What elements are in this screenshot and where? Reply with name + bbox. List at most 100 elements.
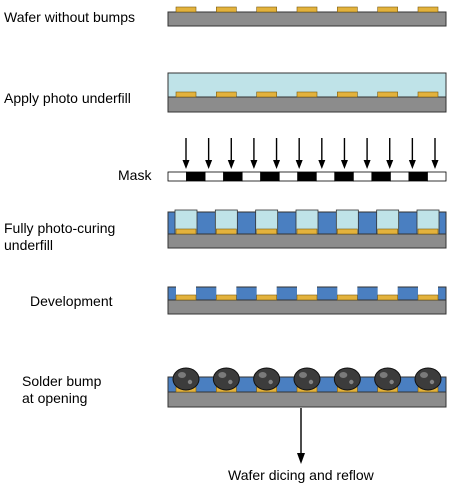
mask-opaque-segment [223, 171, 243, 182]
uv-arrow-head [250, 160, 258, 169]
mask-clear-segment [278, 171, 299, 182]
label-development: Development [30, 293, 113, 309]
mask-opaque-segment [334, 171, 354, 182]
wafer-substrate [167, 391, 447, 408]
bond-pad [296, 91, 318, 98]
solder-highlight [299, 372, 307, 378]
label-solder-bump-line2: at opening [22, 390, 88, 406]
solder-speckle [308, 379, 314, 385]
bond-pad [216, 228, 237, 235]
uv-arrow-head [273, 160, 281, 169]
uv-arrow-head [386, 160, 394, 169]
uv-arrow-head [363, 160, 371, 169]
mask-clear-segment [241, 171, 262, 182]
solder-highlight [218, 372, 227, 378]
step-development [167, 286, 447, 315]
bond-pad [417, 91, 439, 98]
step-solder-bump [167, 367, 447, 408]
solder-bump [293, 367, 321, 391]
bond-pad [256, 294, 277, 301]
mask-clear-segment [389, 171, 410, 182]
label-apply-photo-underfill: Apply photo underfill [4, 90, 131, 106]
bond-pad [175, 228, 197, 235]
bond-pad [337, 228, 358, 235]
bond-pad [377, 228, 398, 235]
solder-speckle [429, 379, 435, 385]
solder-speckle [268, 379, 273, 385]
mask-opaque-segment [260, 171, 280, 182]
step-fully-photo-curing [167, 209, 447, 249]
bond-pad [175, 6, 197, 13]
solder-bump [414, 367, 442, 391]
mask-clear-segment [167, 171, 187, 182]
bond-pad [256, 6, 277, 13]
solder-highlight [420, 372, 428, 378]
label-wafer-dicing-and-reflow: Wafer dicing and reflow [228, 467, 374, 483]
uv-arrow-head [227, 160, 235, 169]
step-apply-photo-underfill [167, 72, 447, 113]
bond-pad [417, 228, 439, 235]
uv-arrow-head [408, 160, 416, 169]
solder-bump [212, 367, 240, 391]
bond-pad [337, 91, 358, 98]
label-fully-photo-curing-line2: underfill [4, 237, 54, 253]
solder-speckle [349, 379, 354, 385]
solder-highlight [178, 372, 186, 378]
final-arrow-head [297, 453, 305, 464]
mask-opaque-segment [408, 171, 428, 182]
step-mask-exposure [167, 138, 447, 182]
bond-pad [296, 294, 318, 301]
mask-clear-segment [352, 171, 373, 182]
label-solder-bump-line1: Solder bump [22, 373, 102, 389]
bond-pad [216, 6, 237, 13]
mask-opaque-segment [297, 171, 317, 182]
mask-clear-segment [204, 171, 224, 182]
bond-pad [417, 6, 439, 13]
mask-clear-segment [427, 171, 447, 182]
mask-clear-segment [315, 171, 336, 182]
bond-pad [216, 91, 237, 98]
solder-bump [172, 367, 200, 391]
mask-opaque-segment [371, 171, 391, 182]
solder-bump [374, 367, 402, 391]
uv-arrow-head [205, 160, 213, 169]
bond-pad [296, 6, 318, 13]
uv-arrow-head [340, 160, 348, 169]
solder-highlight [339, 372, 348, 378]
uv-arrow-head [431, 160, 439, 169]
bond-pad [216, 294, 237, 301]
uv-arrow-head [182, 160, 190, 169]
solder-speckle [228, 379, 233, 385]
solder-highlight [258, 372, 267, 378]
solder-speckle [187, 379, 193, 385]
solder-bump [333, 367, 361, 391]
label-mask: Mask [118, 167, 152, 183]
bond-pad [296, 228, 318, 235]
step-wafer-without-bumps [167, 6, 447, 27]
bond-pad [337, 294, 358, 301]
uv-arrow-head [318, 160, 326, 169]
bond-pad [417, 294, 439, 301]
bond-pad [256, 228, 277, 235]
bond-pad [256, 91, 277, 98]
bond-pad [175, 91, 197, 98]
bond-pad [337, 6, 358, 13]
label-wafer-without-bumps: Wafer without bumps [4, 9, 135, 25]
wafer-substrate [167, 96, 447, 113]
solder-speckle [389, 379, 394, 385]
bond-pad [377, 91, 398, 98]
solder-bump [253, 367, 281, 391]
label-fully-photo-curing-line1: Fully photo-curing [4, 220, 116, 236]
bond-pad [377, 294, 398, 301]
wafer-substrate [167, 233, 447, 249]
bond-pad [377, 6, 398, 13]
mask-opaque-segment [186, 171, 206, 182]
bond-pad [175, 294, 197, 301]
wafer-substrate [167, 299, 447, 315]
uv-arrow-head [295, 160, 303, 169]
solder-highlight [379, 372, 388, 378]
final-arrow [297, 408, 305, 464]
wafer-substrate [167, 11, 447, 27]
